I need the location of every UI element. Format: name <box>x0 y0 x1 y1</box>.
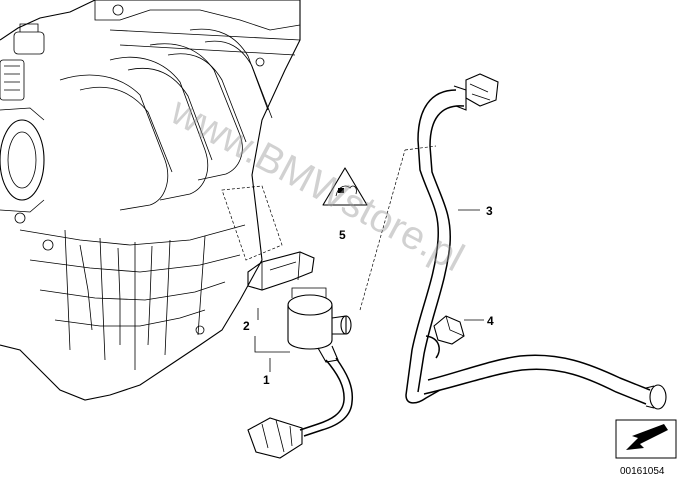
part-tank-vent-valve <box>247 287 354 459</box>
direction-arrow-icon <box>615 419 677 459</box>
part-clip <box>433 315 465 345</box>
warning-triangle-icon <box>322 167 368 206</box>
engine-intake-manifold <box>0 0 301 401</box>
callout-3: 3 <box>486 204 493 218</box>
callout-5: 5 <box>339 228 346 242</box>
part-bracket <box>247 251 315 291</box>
callout-2: 2 <box>243 319 250 333</box>
part-vent-line <box>405 73 667 410</box>
callout-1: 1 <box>263 373 270 387</box>
reference-number: 00161054 <box>620 466 665 477</box>
callout-4: 4 <box>487 314 494 328</box>
